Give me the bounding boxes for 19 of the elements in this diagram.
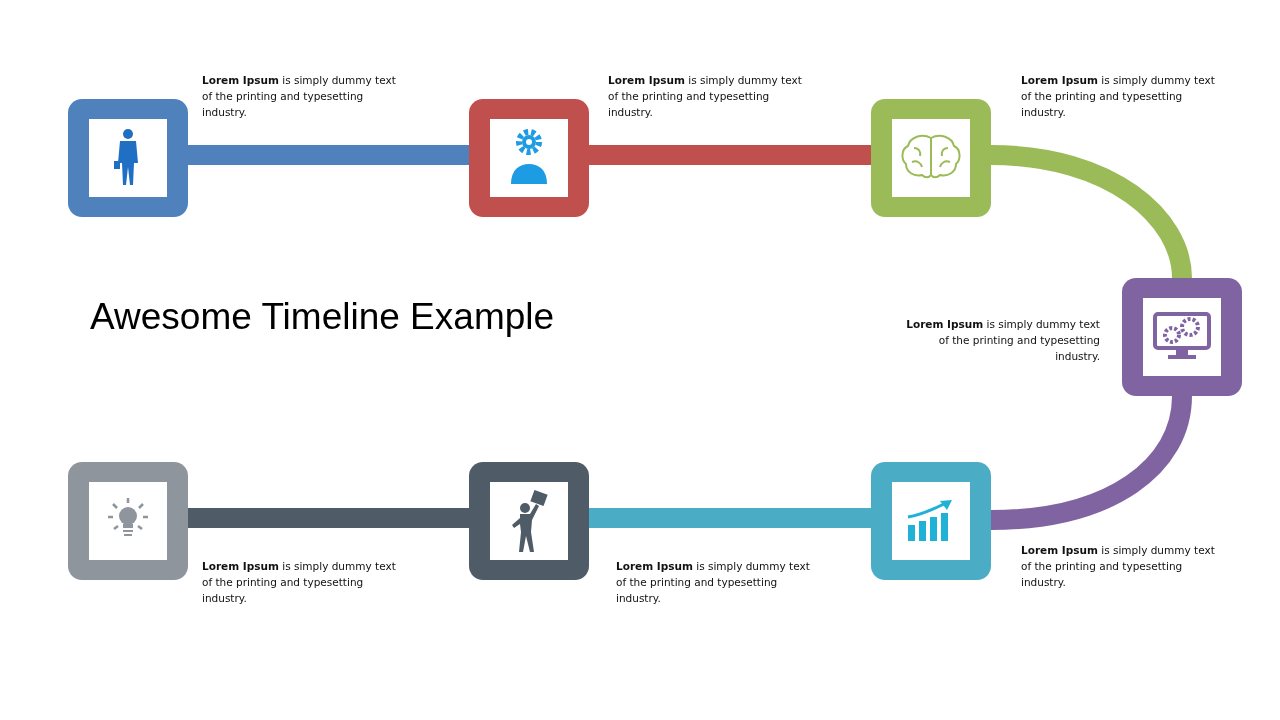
connector-bar	[589, 508, 871, 528]
connector-bar	[188, 508, 469, 528]
title: Awesome Timeline Example	[90, 296, 555, 338]
icon-tile	[68, 462, 188, 580]
connector-bar	[188, 145, 469, 165]
description-text: Lorem Ipsum is simply dummy text of the printing and typesetting industry.	[905, 317, 1100, 364]
description-text: Lorem Ipsum is simply dummy text of the printing and typesetting industry.	[202, 73, 397, 120]
icon-tile	[871, 462, 991, 580]
description-text: Lorem Ipsum is simply dummy text of the printing and typesetting industry.	[616, 559, 811, 606]
icon-tile	[469, 99, 589, 217]
icon-tile	[871, 99, 991, 217]
icon-tile	[68, 99, 188, 217]
connector-bar	[589, 145, 871, 165]
description-text: Lorem Ipsum is simply dummy text of the printing and typesetting industry.	[1021, 543, 1216, 590]
icon-tile	[469, 462, 589, 580]
icon-tile	[1122, 278, 1242, 396]
description-text: Lorem Ipsum is simply dummy text of the printing and typesetting industry.	[202, 559, 397, 606]
description-text: Lorem Ipsum is simply dummy text of the printing and typesetting industry.	[608, 73, 803, 120]
description-text: Lorem Ipsum is simply dummy text of the printing and typesetting industry.	[1021, 73, 1216, 120]
